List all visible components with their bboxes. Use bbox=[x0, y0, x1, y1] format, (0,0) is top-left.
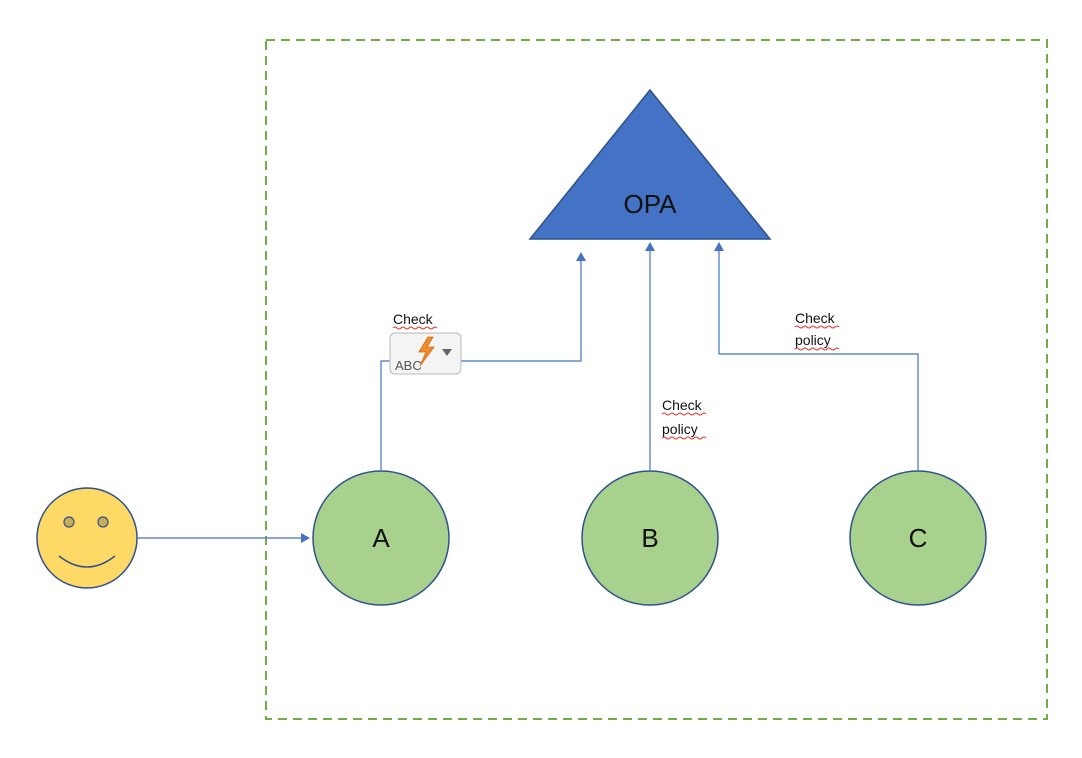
edge-label-b: Check policy bbox=[661, 397, 707, 440]
user-left-eye bbox=[63, 516, 75, 528]
edge-label-c-line2: policy bbox=[795, 332, 831, 348]
user-right-eye bbox=[97, 516, 109, 528]
edge-label-b-line2: policy bbox=[662, 421, 698, 437]
service-node-b[interactable]: B bbox=[581, 470, 719, 606]
edge-label-a: Check bbox=[392, 311, 438, 330]
service-node-a[interactable]: A bbox=[312, 470, 450, 606]
system-boundary bbox=[265, 39, 1048, 720]
user-smile bbox=[58, 555, 116, 568]
service-b-label: B bbox=[641, 523, 658, 553]
opa-label: OPA bbox=[624, 189, 678, 219]
spellcheck-underline bbox=[392, 326, 438, 330]
service-b-circle bbox=[581, 470, 719, 606]
lightning-bolt-icon bbox=[418, 336, 435, 367]
user-smiley-icon[interactable] bbox=[36, 487, 138, 589]
connector-c-to-opa bbox=[714, 242, 919, 470]
spellcheck-underline bbox=[794, 325, 840, 329]
opa-triangle bbox=[528, 88, 772, 240]
spellcheck-underline bbox=[794, 347, 840, 351]
spellcheck-underline bbox=[661, 412, 707, 416]
user-face bbox=[36, 487, 138, 589]
autocorrect-popup[interactable]: ABC bbox=[389, 332, 462, 375]
edge-label-c: Check policy bbox=[794, 310, 840, 351]
triangle-down-icon[interactable] bbox=[442, 349, 452, 356]
service-c-circle bbox=[849, 470, 987, 606]
service-a-circle bbox=[312, 470, 450, 606]
service-a-label: A bbox=[372, 523, 390, 553]
edge-label-b-line1: Check bbox=[662, 397, 703, 413]
spellcheck-underline bbox=[661, 436, 707, 440]
connector-a-to-opa bbox=[380, 252, 586, 470]
service-node-c[interactable]: C bbox=[849, 470, 987, 606]
autocorrect-text: ABC bbox=[395, 358, 422, 373]
edge-label-c-line1: Check bbox=[795, 310, 836, 326]
opa-node[interactable]: OPA bbox=[528, 88, 772, 240]
edge-label-a-line1: Check bbox=[393, 311, 434, 327]
service-c-label: C bbox=[909, 523, 928, 553]
